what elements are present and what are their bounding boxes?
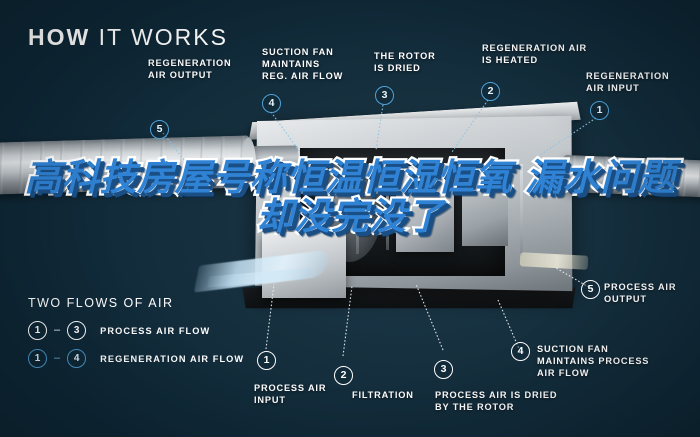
page-title: HOW IT WORKS [28, 24, 228, 51]
callout-filtration: FILTRATION [352, 390, 414, 400]
marker-2-filtration[interactable]: 2 [334, 366, 353, 385]
interior-strut-3 [520, 164, 523, 256]
marker-1-process-air-input[interactable]: 1 [257, 351, 276, 370]
callout-rotor-is-dried: THE ROTOR IS DRIED [374, 51, 436, 74]
callout-regeneration-air-heated: REGENERATION AIR IS HEATED [482, 43, 587, 66]
marker-5-process-air-output[interactable]: 5 [581, 280, 600, 299]
marker-3-process-air-dried[interactable]: 3 [434, 360, 453, 379]
legend-chip-from: 1 [28, 349, 47, 368]
legend: TWO FLOWS OF AIR 1 – 3 PROCESS AIR FLOW … [28, 296, 244, 377]
callout-regeneration-air-output: REGENERATION AIR OUTPUT [148, 58, 232, 81]
interior-panel-a [396, 166, 454, 252]
callout-process-air-dried: PROCESS AIR IS DRIED BY THE ROTOR [435, 390, 558, 413]
title-light: IT WORKS [90, 24, 228, 50]
legend-chip-to: 3 [67, 321, 87, 340]
callout-process-air-output: PROCESS AIR OUTPUT [604, 282, 677, 305]
callout-suction-fan-process: SUCTION FAN MAINTAINS PROCESS AIR FLOW [537, 344, 650, 379]
marker-2-regeneration-air-heated[interactable]: 2 [481, 82, 500, 101]
interior-panel-b [462, 172, 508, 246]
legend-chip-from: 1 [28, 321, 47, 340]
callout-regeneration-air-input: REGENERATION AIR INPUT [586, 71, 670, 94]
marker-4-suction-fan-reg[interactable]: 4 [262, 94, 281, 113]
interior-strut-2 [386, 162, 389, 250]
legend-dash: – [54, 324, 61, 336]
legend-row-process-air-flow: 1 – 3 PROCESS AIR FLOW [28, 321, 244, 340]
title-strong: HOW [28, 24, 91, 50]
legend-row-regeneration-air-flow: 1 – 4 REGENERATION AIR FLOW [28, 349, 244, 368]
marker-4-suction-fan-process[interactable]: 4 [511, 342, 530, 361]
marker-1-regeneration-air-input[interactable]: 1 [590, 101, 609, 120]
legend-label: REGENERATION AIR FLOW [100, 353, 245, 364]
interior-strut-1 [356, 158, 359, 254]
callout-suction-fan-reg: SUCTION FAN MAINTAINS REG. AIR FLOW [262, 47, 344, 82]
callout-process-air-input: PROCESS AIR INPUT [254, 383, 327, 406]
headline-overlay: 高科技房屋号称恒温恒湿恒氧 漏水问题却没完没了 [22, 156, 677, 239]
legend-label: PROCESS AIR FLOW [100, 325, 211, 336]
legend-dash: – [54, 352, 61, 364]
marker-3-rotor-is-dried[interactable]: 3 [375, 86, 394, 105]
marker-5-regeneration-air-output[interactable]: 5 [150, 120, 169, 139]
legend-chip-to: 4 [67, 349, 87, 368]
legend-title: TWO FLOWS OF AIR [28, 296, 174, 310]
